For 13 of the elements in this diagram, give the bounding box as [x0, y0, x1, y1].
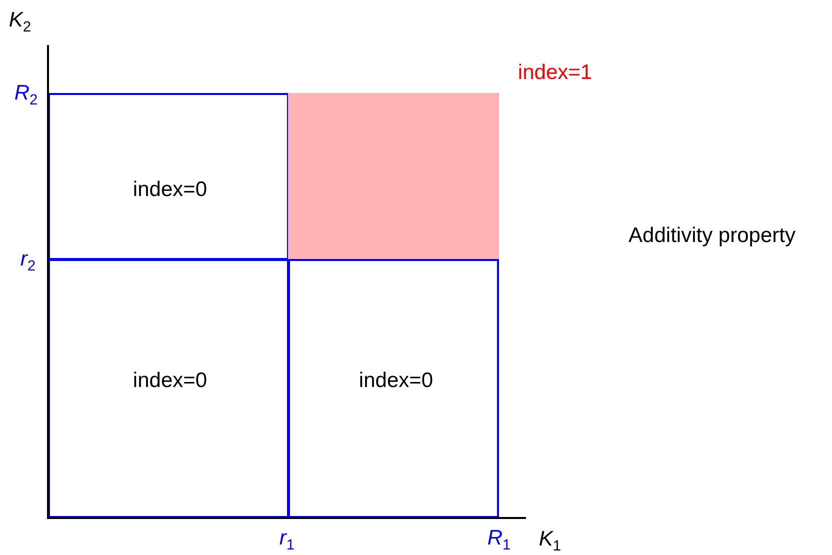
- region-label: index=1: [518, 61, 592, 85]
- tick-label: r$_{2}$: [20, 247, 36, 275]
- tick-label: R$_{1}$: [487, 526, 511, 554]
- region-box: [288, 259, 499, 518]
- tick-label: r$_{1}$: [279, 526, 295, 554]
- axis-label: K$_{1}$: [538, 527, 562, 555]
- region-label: index=0: [358, 369, 434, 393]
- region-label: index=0: [132, 369, 208, 393]
- tick-label: R$_{2}$: [14, 81, 38, 109]
- annotation: Additivity property: [628, 224, 796, 248]
- region-label: index=0: [132, 178, 208, 202]
- region-box: [48, 259, 289, 518]
- axis-label: K$_{2}$: [8, 8, 32, 36]
